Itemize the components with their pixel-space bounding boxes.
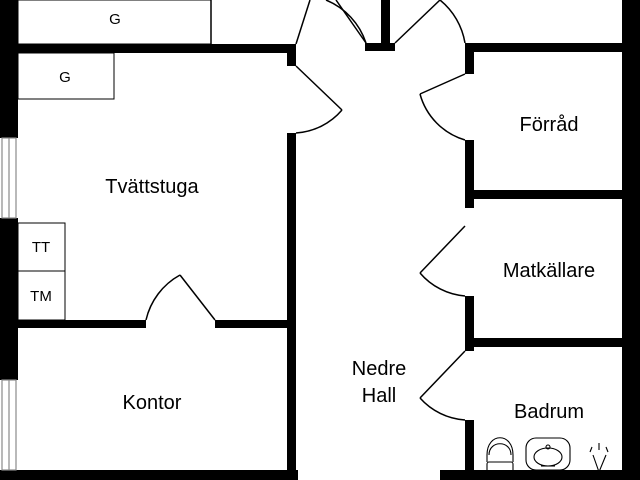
wall-top-center — [365, 43, 395, 51]
doors — [145, 0, 466, 421]
wall-hall-right-3 — [465, 296, 474, 351]
wall-left-upper — [0, 0, 18, 138]
door-forrad — [419, 73, 466, 141]
wall-hall-right-4 — [465, 420, 474, 470]
room-label-nedre-hall-1: Nedre — [352, 358, 406, 380]
appliance-g-mid — [17, 52, 115, 100]
wall-hall-left-top — [287, 53, 296, 66]
wall-forrad-bottom — [474, 190, 622, 199]
room-label-badrum: Badrum — [514, 401, 584, 423]
wall-top-right — [465, 43, 622, 52]
wall-hall-right-2 — [465, 140, 474, 208]
wall-bottom-left — [0, 470, 298, 480]
door-tvattstuga — [295, 65, 343, 134]
door-top-left — [295, 0, 367, 45]
wall-top-center-post-l — [381, 0, 390, 50]
bathroom-fixtures — [486, 437, 609, 474]
sink-icon — [525, 437, 571, 471]
door-top-right — [394, 0, 466, 44]
room-label-forrad: Förråd — [520, 114, 579, 136]
fixtures — [17, 0, 212, 321]
room-label-nedre-hall-2: Hall — [362, 385, 396, 407]
door-badrum — [419, 350, 466, 421]
appliance-g-top — [17, 0, 212, 45]
appliance-tm — [17, 270, 66, 321]
fixture-label-tt: TT — [32, 239, 50, 256]
room-label-tvattstuga: Tvättstuga — [105, 176, 199, 198]
fixture-label-tm: TM — [30, 288, 52, 305]
wall-hall-right-1 — [465, 52, 474, 74]
wall-top-left — [18, 44, 296, 53]
wall-matkallare-bottom — [474, 338, 622, 347]
door-kontor — [145, 274, 216, 321]
wall-bottom-right — [440, 470, 640, 480]
wall-kontor-top-left — [18, 320, 146, 328]
fixture-label-g-top: G — [109, 11, 121, 28]
wall-hall-left — [287, 133, 296, 480]
wall-left-middle — [0, 218, 18, 380]
wall-kontor-top-right — [215, 320, 287, 328]
room-label-kontor: Kontor — [123, 392, 182, 414]
room-label-matkallare: Matkällare — [503, 260, 595, 282]
wall-right — [622, 0, 640, 480]
fixture-labels: G G TT TM — [30, 11, 121, 305]
toilet-icon — [486, 437, 514, 473]
room-labels: Tvättstuga Kontor Nedre Hall Förråd Matk… — [105, 114, 595, 423]
shower-icon — [589, 443, 609, 474]
door-matkallare — [419, 225, 466, 297]
windows — [1, 137, 17, 471]
fixture-label-g-mid: G — [59, 69, 71, 86]
